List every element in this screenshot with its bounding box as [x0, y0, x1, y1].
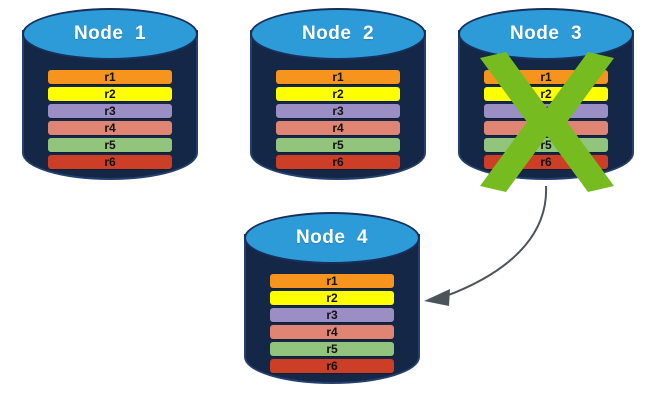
- row-r3[interactable]: r3: [276, 104, 400, 118]
- row-r6[interactable]: r6: [484, 155, 608, 169]
- row-r3[interactable]: r3: [270, 308, 394, 322]
- node-1-cylinder: Node 1 r1 r2 r3 r4 r5 r6: [22, 8, 198, 180]
- row-r6[interactable]: r6: [270, 359, 394, 373]
- node-1[interactable]: Node 1 r1 r2 r3 r4 r5 r6: [22, 8, 198, 180]
- row-r2[interactable]: r2: [484, 87, 608, 101]
- node-3[interactable]: Node 3 r1 r2 r3 r4 r5 r6: [458, 8, 634, 192]
- node-3-cylinder: Node 3 r1 r2 r3 r4 r5 r6: [458, 8, 634, 180]
- node-3-rows: r1 r2 r3 r4 r5 r6: [484, 70, 608, 169]
- row-r1[interactable]: r1: [270, 274, 394, 288]
- node-4-title: Node 4: [295, 227, 369, 248]
- node-1-rows: r1 r2 r3 r4 r5 r6: [48, 70, 172, 169]
- node-2-rows: r1 r2 r3 r4 r5 r6: [276, 70, 400, 169]
- arrow-path: [445, 185, 548, 297]
- node-2-cylinder: Node 2 r1 r2 r3 r4 r5 r6: [250, 8, 426, 180]
- cylinder-top: [244, 212, 420, 264]
- node-2-title: Node 2: [301, 23, 375, 44]
- row-r2[interactable]: r2: [276, 87, 400, 101]
- row-r6[interactable]: r6: [276, 155, 400, 169]
- row-r5[interactable]: r5: [48, 138, 172, 152]
- row-r4[interactable]: r4: [48, 121, 172, 135]
- node-4[interactable]: Node 4 r1 r2 r3 r4 r5 r6: [244, 212, 420, 384]
- node-1-title: Node 1: [73, 23, 147, 44]
- row-r2[interactable]: r2: [270, 291, 394, 305]
- node-4-rows: r1 r2 r3 r4 r5 r6: [270, 274, 394, 373]
- row-r3[interactable]: r3: [484, 104, 608, 118]
- row-r4[interactable]: r4: [484, 121, 608, 135]
- node-2[interactable]: Node 2 r1 r2 r3 r4 r5 r6: [250, 8, 426, 180]
- row-r5[interactable]: r5: [270, 342, 394, 356]
- node-4-cylinder: Node 4 r1 r2 r3 r4 r5 r6: [244, 212, 420, 384]
- row-r5[interactable]: r5: [276, 138, 400, 152]
- arrow-head-icon: [424, 289, 450, 306]
- row-r1[interactable]: r1: [48, 70, 172, 84]
- cylinder-top: [250, 8, 426, 60]
- node-3-title: Node 3: [509, 23, 583, 44]
- row-r3[interactable]: r3: [48, 104, 172, 118]
- row-r6[interactable]: r6: [48, 155, 172, 169]
- row-r1[interactable]: r1: [484, 70, 608, 84]
- row-r2[interactable]: r2: [48, 87, 172, 101]
- row-r5[interactable]: r5: [484, 138, 608, 152]
- cylinder-top: [22, 8, 198, 60]
- row-r1[interactable]: r1: [276, 70, 400, 84]
- row-r4[interactable]: r4: [276, 121, 400, 135]
- row-r4[interactable]: r4: [270, 325, 394, 339]
